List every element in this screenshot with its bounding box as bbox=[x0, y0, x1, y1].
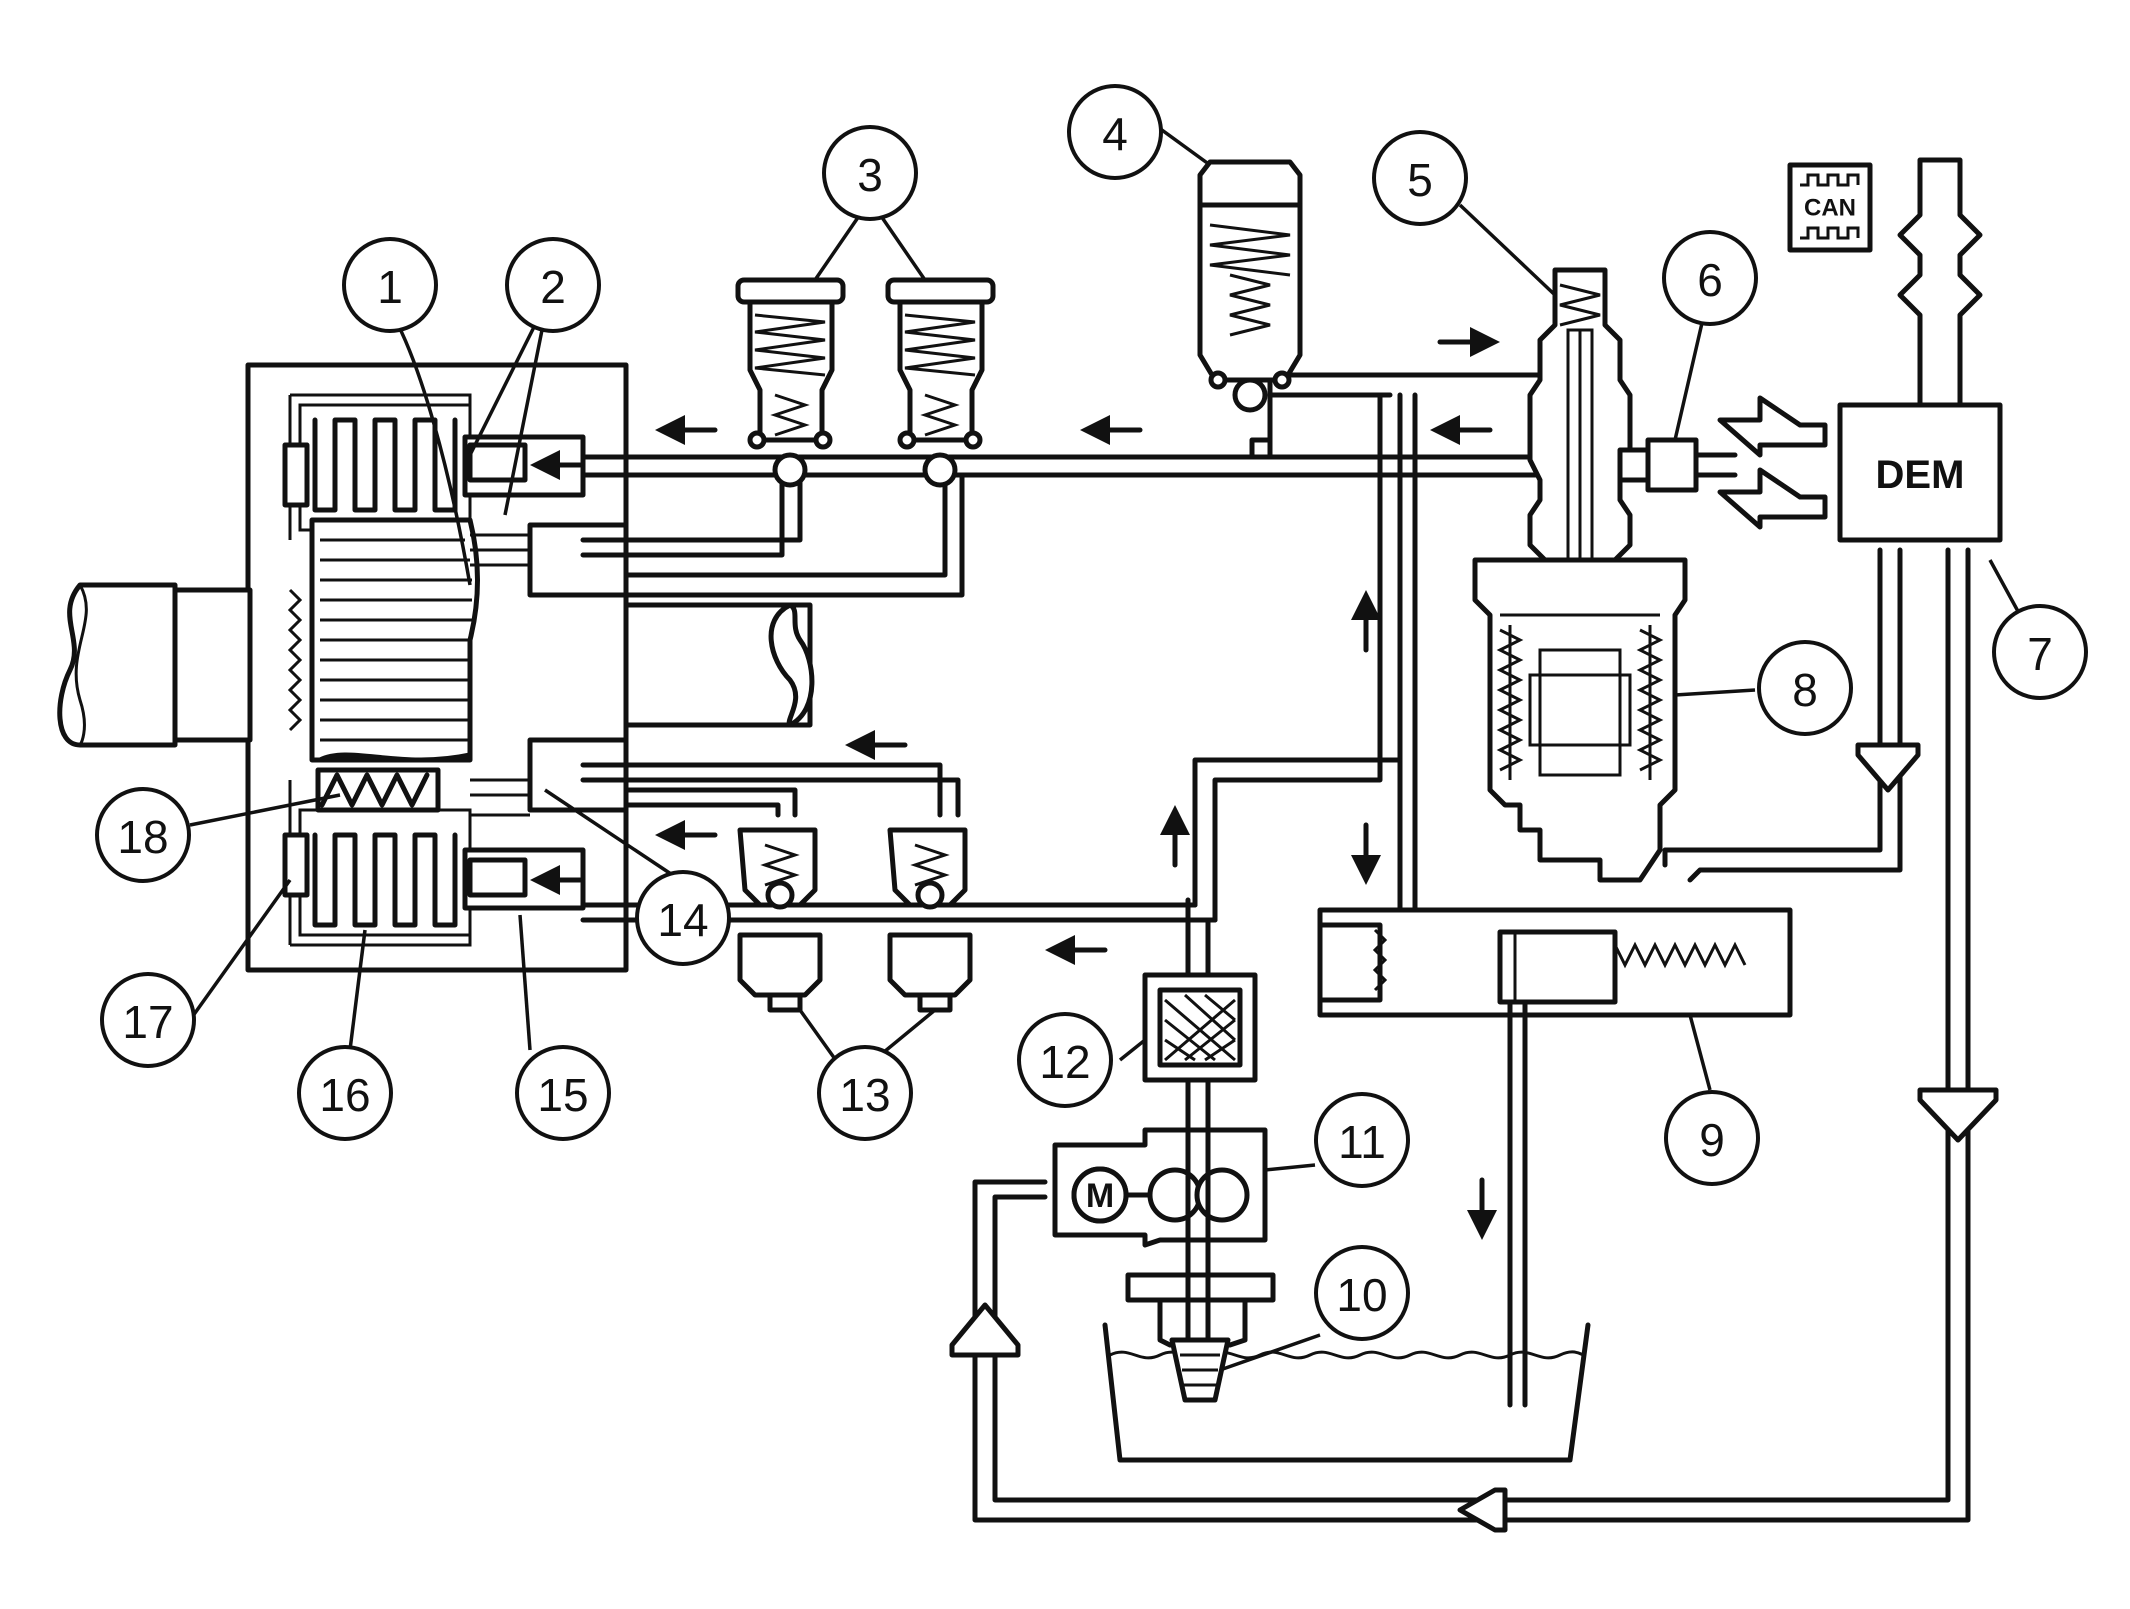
pressure-filter bbox=[1142, 972, 1258, 1083]
callout-8: 8 bbox=[1757, 640, 1853, 736]
callout-15-label: 15 bbox=[537, 1069, 588, 1121]
callout-14-label: 14 bbox=[657, 894, 708, 946]
callout-9-label: 9 bbox=[1699, 1114, 1725, 1166]
multi-plate-clutch-pack-lower bbox=[282, 832, 458, 928]
callout-1-label: 1 bbox=[377, 261, 403, 313]
callout-6-label: 6 bbox=[1697, 254, 1723, 306]
callout-2-label: 2 bbox=[540, 261, 566, 313]
callout-8-label: 8 bbox=[1792, 664, 1818, 716]
solenoid-valves-lower bbox=[737, 932, 973, 1013]
upper-pressure-line bbox=[580, 372, 1573, 933]
callout-12: 12 bbox=[1017, 1012, 1113, 1108]
dem-label: DEM bbox=[1876, 453, 1965, 497]
callout-17-label: 17 bbox=[122, 996, 173, 1048]
callout-10: 10 bbox=[1314, 1245, 1410, 1341]
motor-label: M bbox=[1086, 1177, 1114, 1215]
can-bus-arrow bbox=[1897, 157, 1983, 408]
callout-17: 17 bbox=[100, 972, 196, 1068]
pressure-relief-valve-b bbox=[885, 277, 996, 488]
flow-arrows bbox=[655, 327, 1500, 1240]
callout-4-label: 4 bbox=[1102, 108, 1128, 160]
pressure-relief-valve-a bbox=[735, 277, 846, 488]
callout-18-label: 18 bbox=[117, 811, 168, 863]
callout-2: 2 bbox=[505, 237, 601, 333]
callout-16: 16 bbox=[297, 1045, 393, 1141]
solenoid-actuator bbox=[1472, 557, 1688, 883]
callout-4: 4 bbox=[1067, 84, 1163, 180]
callout-3: 3 bbox=[822, 125, 918, 221]
callout-10-label: 10 bbox=[1336, 1269, 1387, 1321]
return-spring bbox=[315, 767, 441, 813]
callout-18: 18 bbox=[95, 787, 191, 883]
piston-assemblies bbox=[462, 434, 629, 911]
input-shaft bbox=[57, 582, 178, 748]
flow-return-valve bbox=[1317, 907, 1793, 1408]
callout-7-label: 7 bbox=[2027, 628, 2053, 680]
callout-1: 1 bbox=[342, 237, 438, 333]
callout-7: 7 bbox=[1992, 604, 2088, 700]
callout-5-label: 5 bbox=[1407, 154, 1433, 206]
suction-strainer bbox=[1169, 1337, 1231, 1403]
callout-9: 9 bbox=[1664, 1090, 1760, 1186]
callout-13: 13 bbox=[817, 1045, 913, 1141]
can-label: CAN bbox=[1804, 195, 1856, 222]
accumulator-valve bbox=[1197, 159, 1303, 413]
can-icon: CAN bbox=[1787, 162, 1873, 253]
callout-11-label: 11 bbox=[1338, 1116, 1386, 1168]
check-valves-lower bbox=[737, 827, 968, 910]
input-signal-arrows bbox=[1717, 395, 1828, 530]
callout-3-label: 3 bbox=[857, 149, 883, 201]
callout-11: 11 bbox=[1314, 1092, 1410, 1188]
clutch-drum bbox=[287, 517, 480, 763]
motor-symbol: M bbox=[1071, 1166, 1129, 1224]
callout-13-label: 13 bbox=[839, 1069, 890, 1121]
pressure-sensor bbox=[1617, 437, 1738, 493]
dem-control-module: DEM bbox=[1837, 402, 2003, 543]
callout-15: 15 bbox=[515, 1045, 611, 1141]
callout-5: 5 bbox=[1372, 130, 1468, 226]
return-line bbox=[949, 547, 1999, 1533]
callout-14: 14 bbox=[635, 870, 731, 966]
callout-12-label: 12 bbox=[1039, 1036, 1090, 1088]
multi-plate-clutch-pack-upper bbox=[282, 417, 458, 513]
callout-16-label: 16 bbox=[319, 1069, 370, 1121]
callout-6: 6 bbox=[1662, 230, 1758, 326]
